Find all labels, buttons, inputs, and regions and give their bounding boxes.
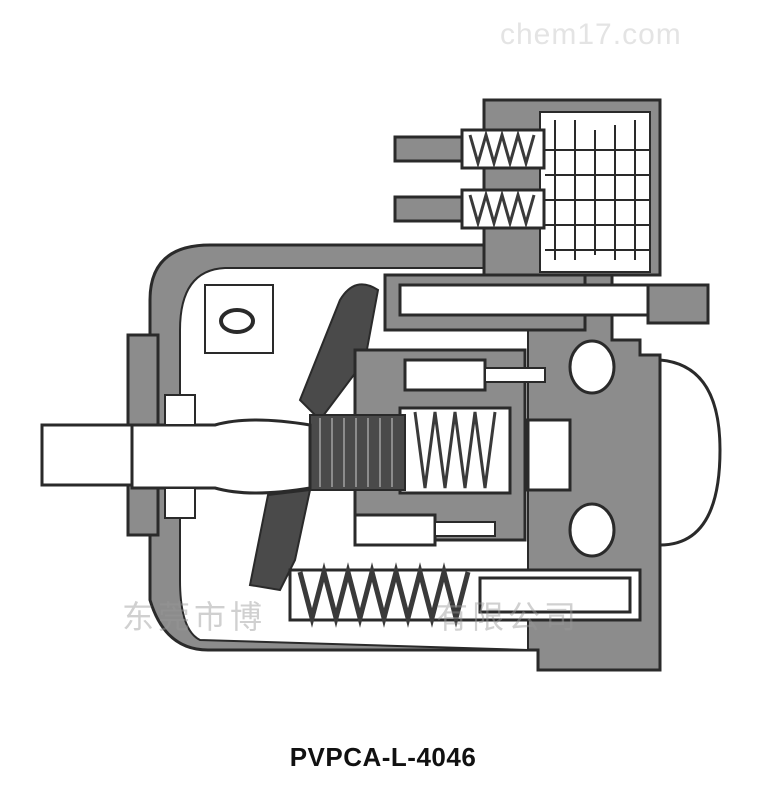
spline-teeth [319,418,393,487]
compensator-valve-upper [393,128,546,170]
watermark-middle-head: 东莞市博 [122,598,267,636]
swash-plate-upper [298,283,380,422]
center-spring [413,411,497,489]
front-bearing-top [164,394,196,426]
watermark-top: chem17.com [500,18,682,51]
bias-piston [478,576,632,614]
model-caption: PVPCA-L-4046 [289,742,477,772]
valve-plate-window [526,418,572,492]
front-bearing-bottom [164,487,196,519]
piston-lower [353,513,437,547]
rear-cover [658,358,722,547]
compensator-valve-lower [393,188,546,230]
piston-upper [403,358,487,392]
inspection-port-icon [219,308,255,334]
drive-shaft [40,423,134,487]
control-piston-end [646,283,710,325]
port-upper [568,339,616,395]
spline-coupling [309,414,406,491]
piston-upper-rod [484,367,546,383]
swash-plate-lower [248,488,312,592]
watermark-middle: 东莞市博 有限公司 [122,592,580,638]
control-piston [398,283,692,317]
piston-lower-rod [434,521,496,537]
center-spring-housing [398,406,512,495]
bias-spring [297,562,471,628]
control-passages [545,120,650,260]
watermark-middle-tail: 有限公司 [436,598,581,636]
port-lower [568,502,616,558]
drive-shaft-body [130,418,312,495]
